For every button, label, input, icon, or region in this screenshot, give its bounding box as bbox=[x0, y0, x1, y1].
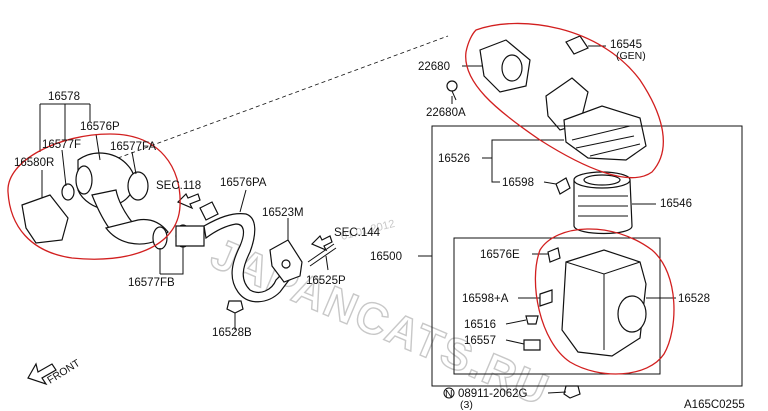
leader-08911 bbox=[547, 391, 567, 394]
diagram-code: A165C0255 bbox=[684, 399, 745, 411]
leader-16557 bbox=[505, 339, 525, 345]
bracket-hole bbox=[281, 259, 291, 269]
hose-end bbox=[199, 201, 219, 221]
label-16525P: 16525P bbox=[306, 275, 346, 287]
pipe-16525P bbox=[307, 243, 337, 267]
nut-stud bbox=[451, 90, 457, 101]
leader-16576P bbox=[95, 133, 101, 161]
leader-16526 bbox=[482, 139, 564, 183]
label-sec144: SEC.144 bbox=[334, 227, 381, 239]
n-marker-letter: N bbox=[445, 388, 453, 400]
label-16578: 16578 bbox=[48, 91, 80, 103]
label-16516: 16516 bbox=[464, 319, 496, 331]
clip-16545 bbox=[565, 35, 589, 55]
label-16523M: 16523M bbox=[262, 207, 304, 219]
leader-16525P bbox=[325, 255, 329, 271]
box-16528 bbox=[453, 237, 661, 375]
label-16576E: 16576E bbox=[480, 249, 520, 261]
label-16598A: 16598+A bbox=[462, 293, 509, 305]
label-16546: 16546 bbox=[660, 198, 692, 210]
clip-16598 bbox=[555, 177, 571, 195]
label-front: FRONT bbox=[45, 357, 83, 387]
label-16598: 16598 bbox=[502, 177, 534, 189]
filter-top-inner bbox=[583, 174, 621, 186]
label-sec118: SEC.118 bbox=[156, 180, 201, 192]
label-16576P: 16576P bbox=[80, 121, 120, 133]
cover-ribs bbox=[571, 125, 641, 157]
bolt-16528B bbox=[226, 300, 244, 314]
leader-16577F bbox=[61, 149, 67, 187]
clip-16577F bbox=[61, 183, 75, 201]
filter-pleats bbox=[578, 195, 628, 217]
label-16576PA: 16576PA bbox=[220, 177, 267, 189]
front-arrow bbox=[27, 362, 57, 386]
housing-inlet bbox=[617, 295, 647, 333]
label-16580R: 16580R bbox=[14, 157, 54, 169]
label-08911-qty: (3) bbox=[460, 399, 473, 411]
throttle-bore bbox=[501, 54, 523, 82]
leader-16577FA bbox=[131, 151, 137, 175]
leader-16598 bbox=[543, 181, 557, 185]
label-16528: 16528 bbox=[678, 293, 710, 305]
red-circle-top-right bbox=[465, 22, 664, 179]
duct-opening bbox=[75, 165, 93, 195]
clip-16576E bbox=[547, 247, 561, 263]
label-16528B: 16528B bbox=[212, 327, 252, 339]
label-16557: 16557 bbox=[464, 335, 496, 347]
label-16577F: 16577F bbox=[42, 139, 81, 151]
label-16577FA: 16577FA bbox=[110, 141, 156, 153]
label-16545-gen: (GEN) bbox=[616, 50, 646, 62]
leader-16578 bbox=[39, 103, 91, 152]
leader-16576PA bbox=[239, 189, 247, 213]
label-16577FB: 16577FB bbox=[128, 277, 175, 289]
grommet-16557 bbox=[523, 339, 541, 351]
n-marker bbox=[443, 387, 455, 399]
leader-16516 bbox=[505, 319, 527, 325]
bolt-08911 bbox=[563, 385, 581, 399]
label-08911: 08911-2062G bbox=[458, 388, 528, 400]
clamp-16577FA bbox=[127, 171, 149, 201]
label-16545: 16545 bbox=[610, 39, 642, 51]
clip-16598A bbox=[539, 289, 553, 307]
sec118-arrow bbox=[176, 192, 201, 210]
housing-edge bbox=[565, 261, 641, 350]
resonator-16580R bbox=[21, 194, 69, 244]
red-circle-bottom-right bbox=[534, 228, 675, 375]
hose-ribbed bbox=[175, 225, 205, 247]
bolt-16516 bbox=[525, 315, 539, 325]
label-16526: 16526 bbox=[438, 153, 470, 165]
label-22680: 22680 bbox=[418, 61, 450, 73]
red-circle-left bbox=[7, 133, 181, 260]
label-16500: 16500 bbox=[370, 251, 402, 263]
nut-22680A bbox=[446, 80, 458, 92]
dashed-leader bbox=[117, 35, 449, 159]
leader-16577FB bbox=[159, 246, 184, 275]
label-22680A: 22680A bbox=[426, 107, 466, 119]
